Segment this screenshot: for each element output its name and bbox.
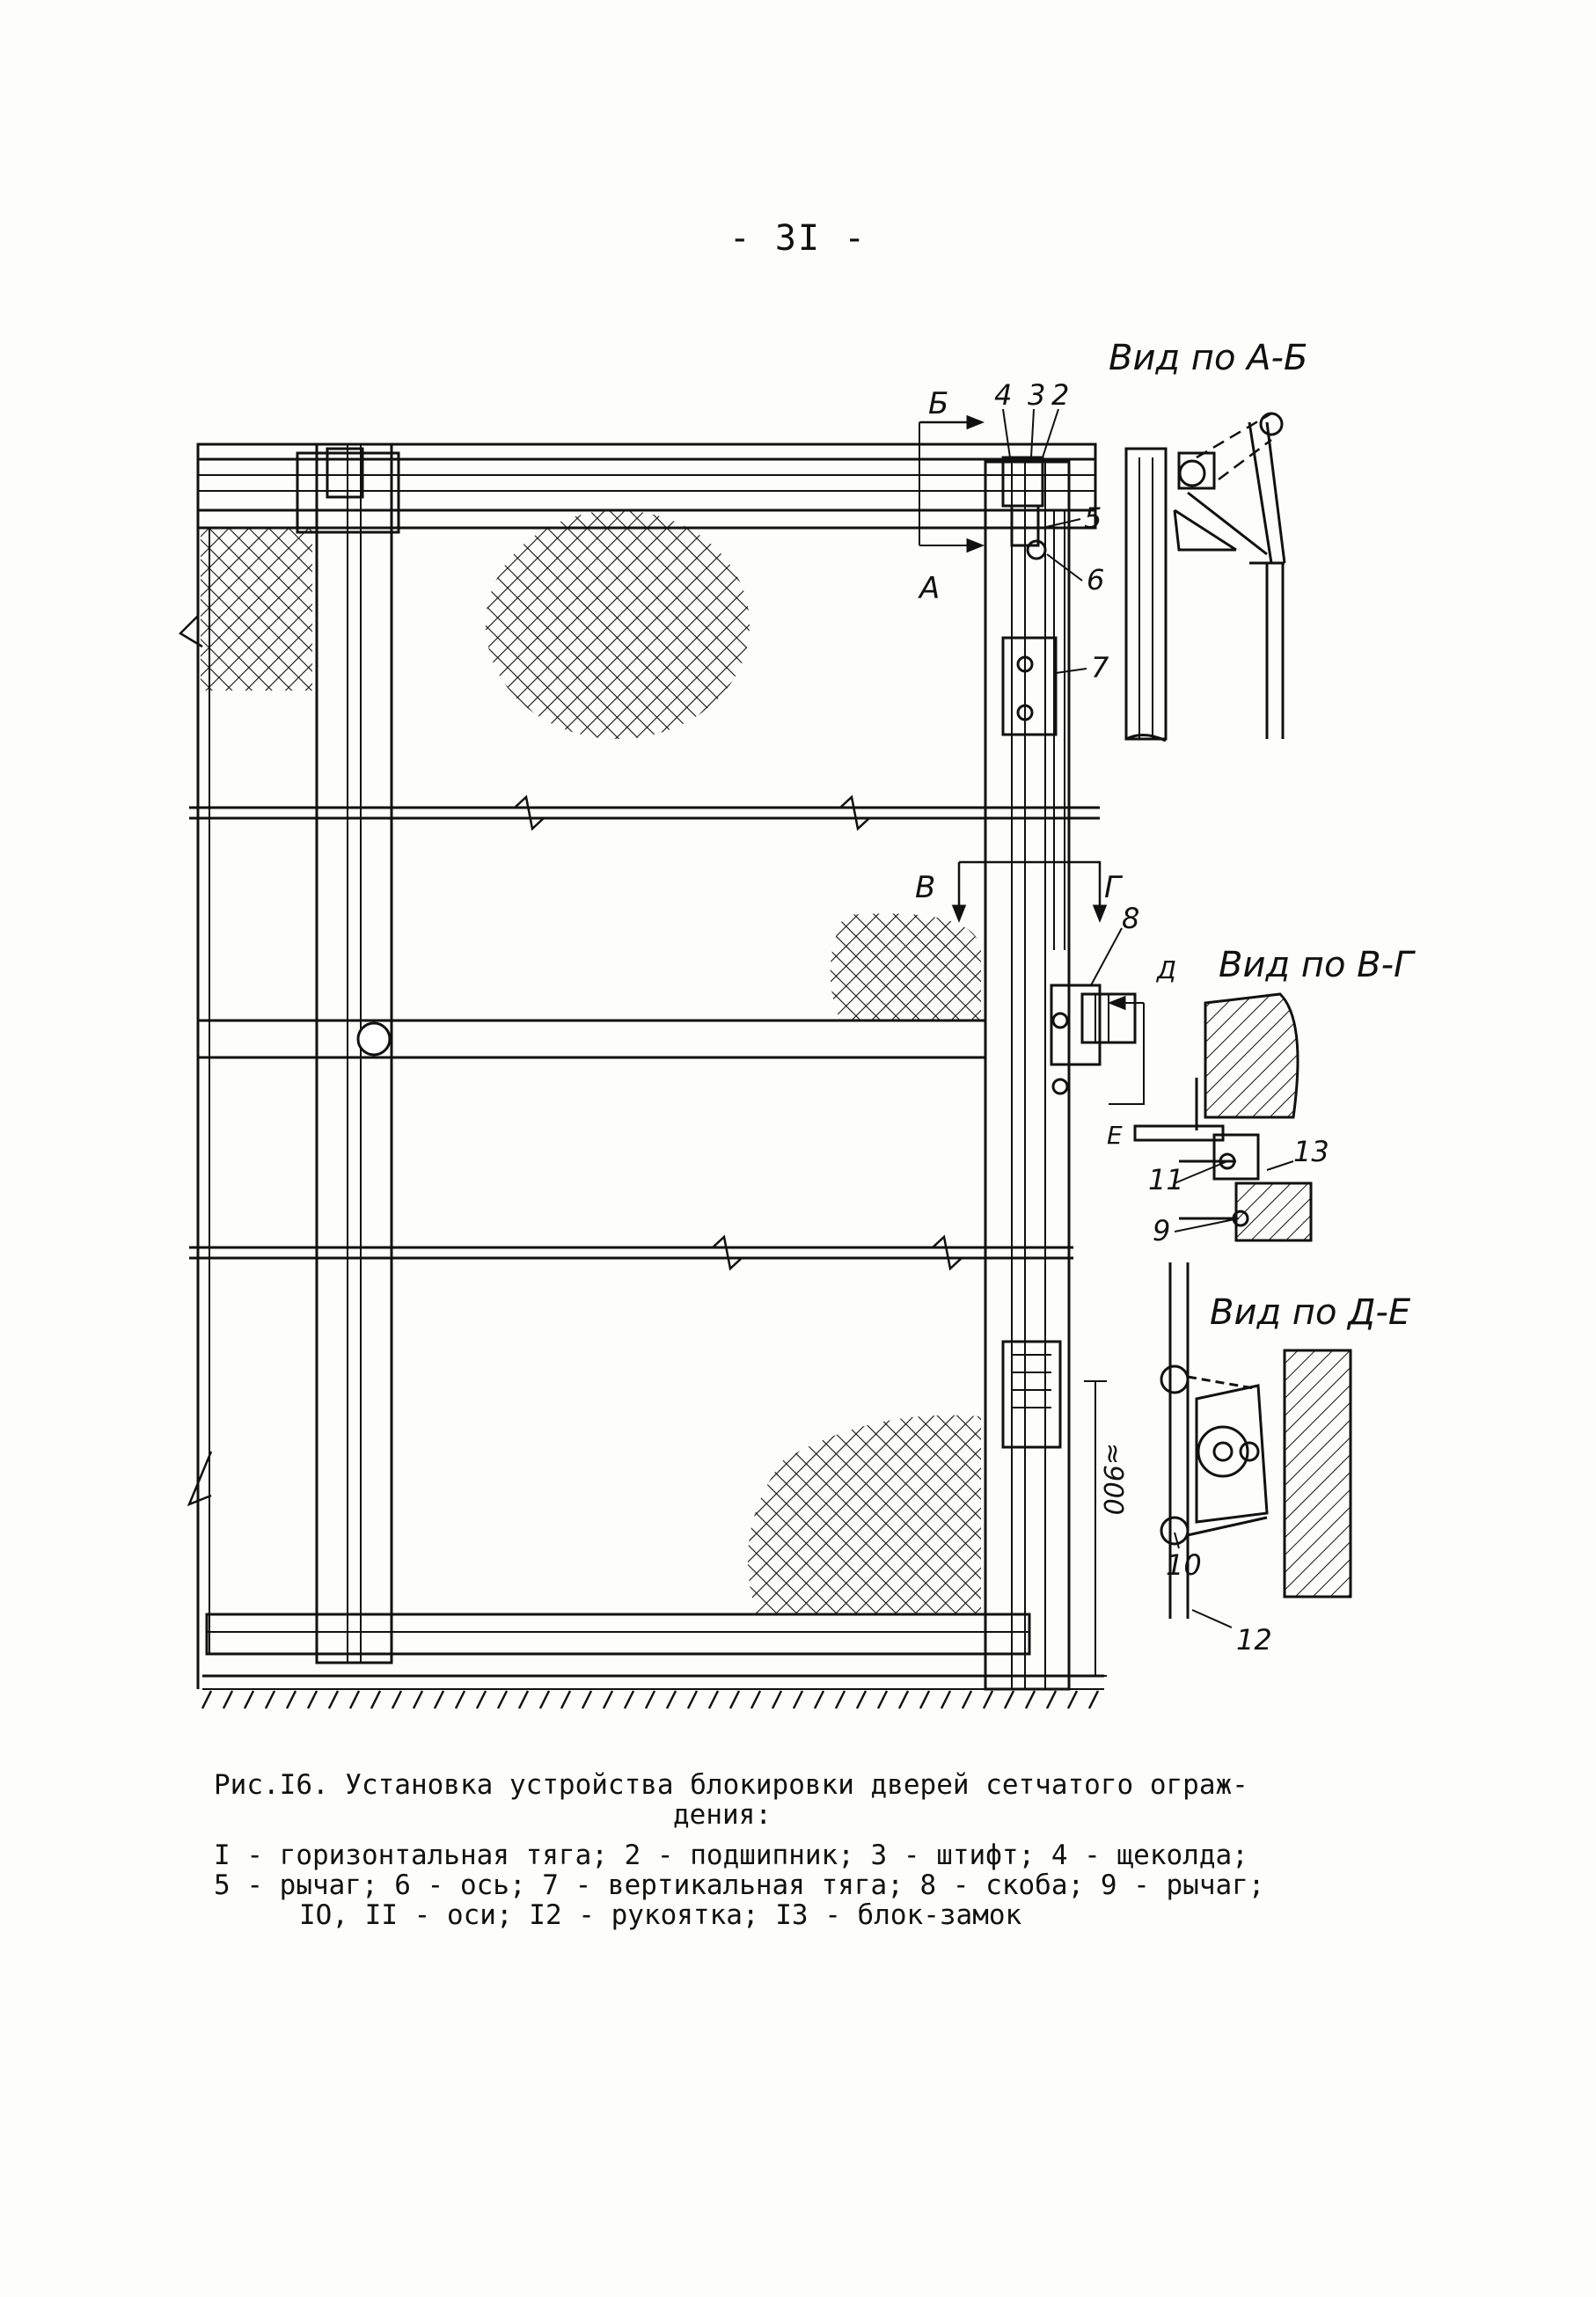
ground-tick: [897, 1690, 910, 1709]
callout-6: 6: [1087, 563, 1104, 596]
section-letter-b: Б: [928, 386, 948, 421]
legend-line-1: I - горизонтальная тяга; 2 - подшипник; …: [214, 1840, 1248, 1871]
legend-line-2: 5 - рычаг; 6 - ось; 7 - вертикальная тяг…: [214, 1869, 1265, 1901]
callout-4: 4: [994, 378, 1012, 412]
ground-tick: [623, 1690, 635, 1709]
ground-tick: [222, 1690, 234, 1709]
ground-tick: [496, 1690, 509, 1709]
ground-tick: [201, 1690, 213, 1709]
page-number: - 3I -: [728, 218, 868, 259]
view-d-e-label: Вид по Д-Е: [1210, 1292, 1411, 1333]
callout-2: 2: [1051, 378, 1069, 412]
section-letter-g: Г: [1104, 870, 1124, 905]
bearing-bracket-7: [1001, 636, 1058, 736]
ground-tick: [285, 1690, 297, 1709]
ground-tick: [370, 1690, 382, 1709]
ground-tick: [391, 1690, 403, 1709]
ground-tick: [961, 1690, 973, 1709]
ground-tick: [327, 1690, 340, 1709]
figure-title-line-1: Рис.I6. Установка устройства блокировки …: [214, 1769, 1248, 1801]
ground-tick: [707, 1690, 720, 1709]
ground-tick: [813, 1690, 825, 1709]
leader-lines: [1002, 408, 1294, 1628]
callout-10: 10: [1166, 1548, 1202, 1582]
ground-tick: [433, 1690, 445, 1709]
hinge: [1001, 1340, 1062, 1449]
ground-tick: [771, 1690, 783, 1709]
ground-tick: [728, 1690, 741, 1709]
callout-12: 12: [1236, 1623, 1272, 1657]
section-letter-v: В: [915, 870, 935, 905]
dimension-label: ≈900: [1097, 1443, 1128, 1515]
section-letter-e: Е: [1107, 1121, 1123, 1150]
ground-tick: [792, 1690, 804, 1709]
ground-tick: [855, 1690, 868, 1709]
ground-tick: [348, 1690, 361, 1709]
ground-tick: [243, 1690, 255, 1709]
drawing-labels: Вид по А-Б Вид по В-Г Вид по Д-Е Б А В Г…: [915, 338, 1416, 1657]
ground-tick: [475, 1690, 487, 1709]
section-letter-d: Д: [1155, 955, 1176, 984]
ground-tick: [412, 1690, 424, 1709]
ground-tick: [602, 1690, 614, 1709]
callout-9: 9: [1153, 1214, 1170, 1247]
ground-tick: [1087, 1690, 1100, 1709]
ground-tick: [1066, 1690, 1079, 1709]
view-a-b-detail: [1124, 412, 1286, 743]
view-a-b-label: Вид по А-Б: [1109, 338, 1307, 378]
ground-tick: [454, 1690, 466, 1709]
callout-5: 5: [1084, 501, 1102, 535]
callout-11: 11: [1148, 1163, 1184, 1196]
ground-tick: [1024, 1690, 1036, 1709]
view-v-g-label: Вид по В-Г: [1219, 945, 1416, 985]
ground-tick: [1003, 1690, 1015, 1709]
ground-hatching: [201, 1690, 1100, 1709]
vertical-post: [315, 443, 393, 1664]
ground-tick: [306, 1690, 318, 1709]
ground-tick: [834, 1690, 846, 1709]
callout-13: 13: [1293, 1135, 1329, 1168]
figure-title-line-2: дения:: [673, 1799, 772, 1831]
ground-tick: [665, 1690, 677, 1709]
ground-tick: [517, 1690, 530, 1709]
view-d-e-detail: [1160, 1262, 1352, 1619]
ground-tick: [982, 1690, 994, 1709]
wire-mesh: [201, 510, 981, 1614]
callout-3: 3: [1028, 378, 1045, 412]
ground-tick: [264, 1690, 276, 1709]
callout-7: 7: [1091, 651, 1109, 684]
ground-tick: [581, 1690, 593, 1709]
legend-line-3: IO, II - оси; I2 - рукоятка; I3 - блок-з…: [299, 1899, 1022, 1931]
ground-tick: [1045, 1690, 1058, 1709]
view-v-g-detail: [1133, 992, 1313, 1242]
ground-tick: [750, 1690, 762, 1709]
bracket-8: [1050, 984, 1102, 1066]
middle-rail: [196, 1019, 987, 1059]
callout-8: 8: [1122, 902, 1139, 935]
ground-tick: [876, 1690, 889, 1709]
bottom-rail: [205, 1613, 1031, 1656]
ground-tick: [919, 1690, 931, 1709]
ground-tick: [538, 1690, 551, 1709]
ground-tick: [940, 1690, 952, 1709]
ground-tick: [560, 1690, 572, 1709]
ground-tick: [644, 1690, 656, 1709]
ground-tick: [686, 1690, 699, 1709]
main-frame: [178, 414, 1145, 1691]
section-letter-a: А: [918, 571, 940, 606]
